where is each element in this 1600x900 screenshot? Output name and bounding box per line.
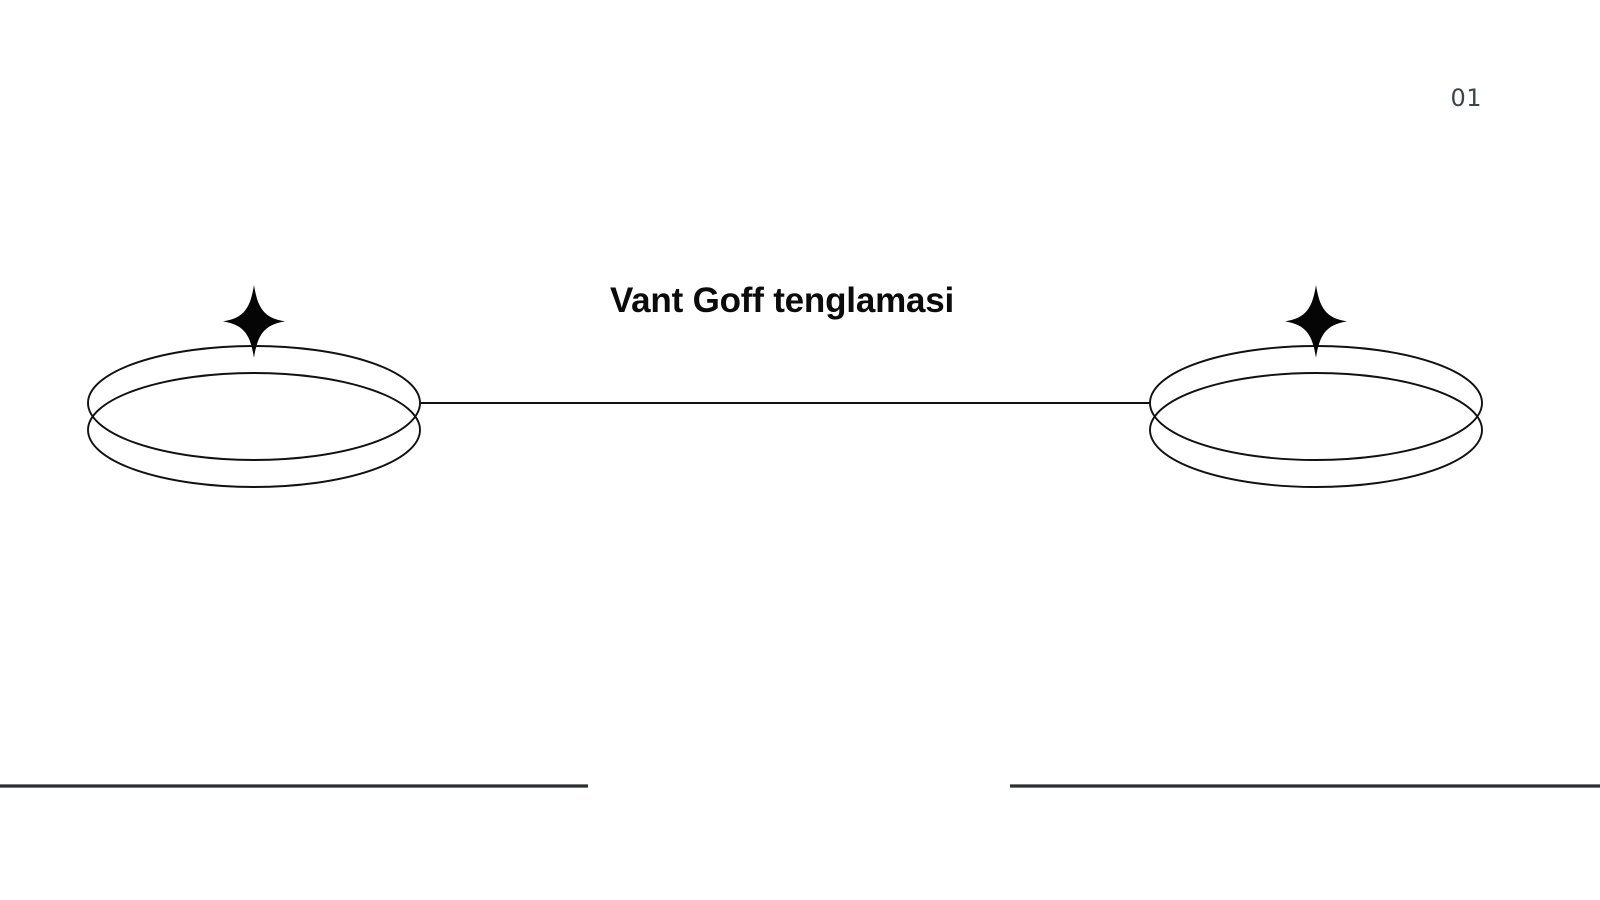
left-ring-upper-ellipse bbox=[87, 345, 421, 461]
page-title: Vant Goff tenglamasi bbox=[0, 281, 1600, 321]
page-title-text: Vant Goff tenglamasi bbox=[609, 281, 955, 320]
left-ring-lower-ellipse bbox=[87, 372, 421, 488]
right-ring-lower-ellipse bbox=[1149, 372, 1483, 488]
right-ring-upper-ellipse bbox=[1149, 345, 1483, 461]
page-number: 01 bbox=[1450, 84, 1482, 112]
